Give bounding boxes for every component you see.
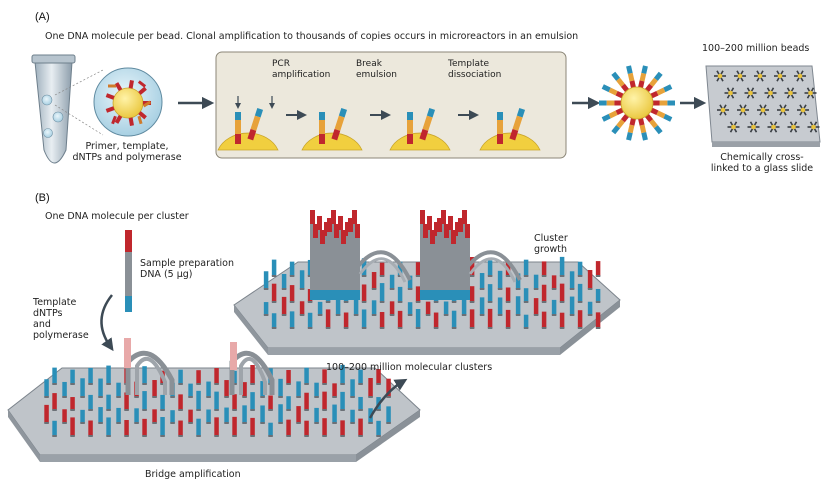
sample-prep-label: Sample preparation DNA (5 µg) xyxy=(140,258,234,280)
sample-prep-line-1: Sample preparation xyxy=(140,258,234,269)
panel-b-title: One DNA molecule per cluster xyxy=(45,211,189,222)
slide-caption-line-1: Chemically cross- xyxy=(720,152,804,163)
step-pcr-line-1: PCR xyxy=(272,59,290,69)
bridge-plate xyxy=(7,338,421,462)
microreactor-droplet xyxy=(93,67,163,137)
panel-a-letter: (A) xyxy=(35,11,50,23)
step-template-line-1: Template xyxy=(448,59,490,69)
cluster-growth-line-2: growth xyxy=(534,244,568,255)
step-label-break: Break emulsion xyxy=(356,59,397,80)
step-label-template: Template dissociation xyxy=(448,59,501,80)
beads-count: 100–200 million beads xyxy=(702,43,810,54)
amplified-bead xyxy=(599,65,675,141)
bridge-label: Bridge amplification xyxy=(145,469,241,480)
panel-b-letter: (B) xyxy=(35,192,50,204)
emulsion-tube xyxy=(31,54,76,164)
cluster-plate xyxy=(233,210,621,355)
step-label-pcr: PCR amplification xyxy=(272,59,330,80)
slide-caption-line-2: linked to a glass slide xyxy=(710,163,814,174)
reagents-line-1: Template xyxy=(33,297,77,308)
reagents-line-2: dNTPs xyxy=(33,308,63,319)
bead-caption-line-1: Primer, template, xyxy=(85,141,169,152)
droplet-strands xyxy=(105,80,152,126)
reagents-line-4: polymerase xyxy=(33,330,89,341)
step-template-line-2: dissociation xyxy=(448,69,502,80)
arrow-to-bridge xyxy=(100,294,114,352)
flow-beads xyxy=(217,96,541,151)
step-pcr-line-2: amplification xyxy=(272,69,331,80)
bead-caption: Primer, template, dNTPs and polymerase xyxy=(72,141,182,163)
glass-slide xyxy=(705,65,821,147)
clusters-count: 100–200 million molecular clusters xyxy=(326,362,493,373)
bead-caption-line-2: dNTPs and polymerase xyxy=(72,152,182,163)
slide-caption: Chemically cross- linked to a glass slid… xyxy=(700,152,824,174)
pcr-flow-box xyxy=(215,51,567,159)
reagents-label: Template dNTPs and polymerase xyxy=(33,297,89,341)
sample-prep-line-2: DNA (5 µg) xyxy=(140,269,193,280)
cluster-growth-label: Cluster growth xyxy=(534,233,568,255)
template-strand xyxy=(125,230,132,312)
cluster-growth-line-1: Cluster xyxy=(534,233,568,244)
panel-a-title: One DNA molecule per bead. Clonal amplif… xyxy=(45,31,579,42)
step-break-line-1: Break xyxy=(356,59,382,69)
arrow-to-clusters xyxy=(368,378,408,419)
reagents-line-3: and xyxy=(33,319,51,330)
step-break-line-2: emulsion xyxy=(356,69,397,80)
